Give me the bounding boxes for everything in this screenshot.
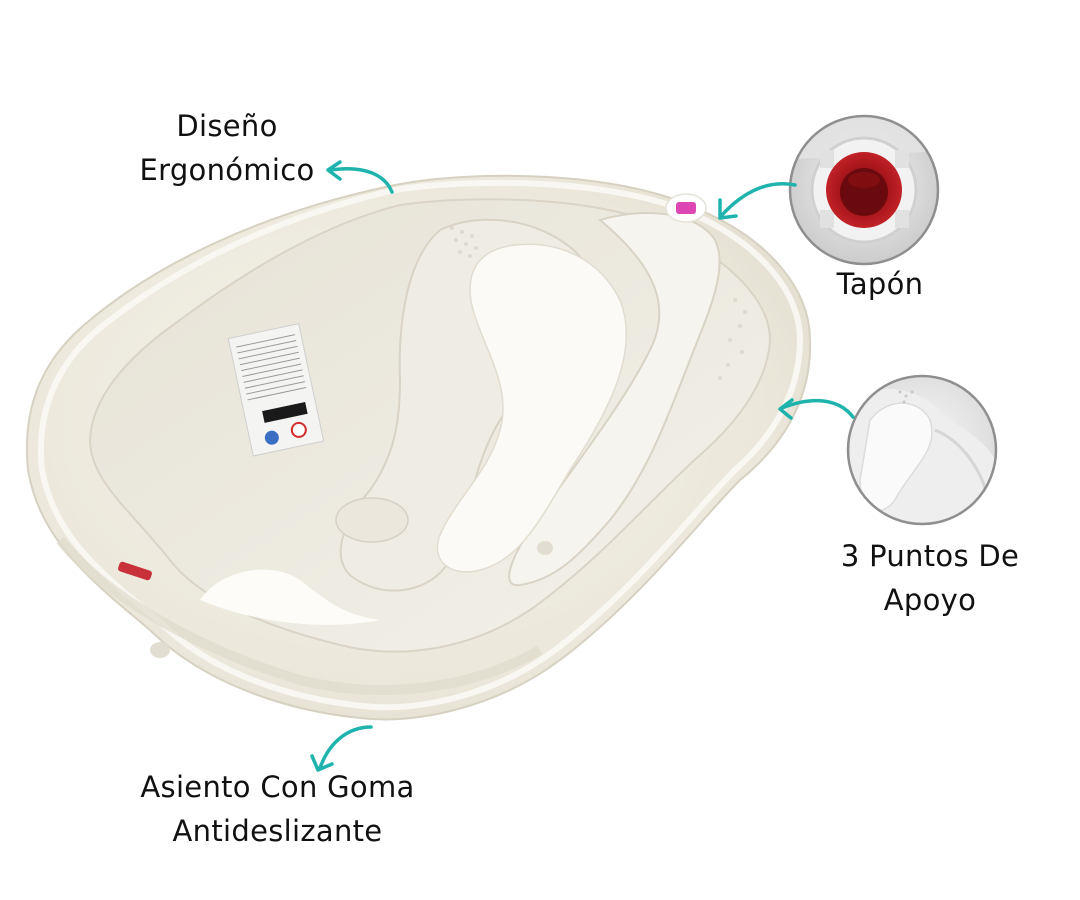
arrow-support-icon [778,398,855,420]
callout-line: Apoyo [883,583,977,617]
callout-line: 3 Puntos De [840,539,1020,573]
callout-line: Diseño [176,109,278,143]
arrow-ergonomic-icon [326,160,394,194]
callout-support-points: 3 Puntos De Apoyo [820,534,1040,622]
callout-line: Antideslizante [172,814,383,848]
callout-line: Asiento Con Goma [140,770,415,804]
callout-line: Ergonómico [139,153,315,187]
arrow-plug-icon [718,182,797,220]
temperature-indicator [118,561,152,581]
bathtub-image [25,174,812,721]
callout-drain-plug: Tapón [800,262,960,306]
callout-line: Tapón [836,267,924,301]
warning-label-sticker [227,323,325,457]
callout-non-slip-seat: Asiento Con Goma Antideslizante [110,765,445,853]
arrow-seat-icon [310,725,373,772]
drain-plug-inset [788,114,940,266]
callout-ergonomic-design: Diseño Ergonómico [112,104,342,192]
support-points-inset [846,374,998,526]
